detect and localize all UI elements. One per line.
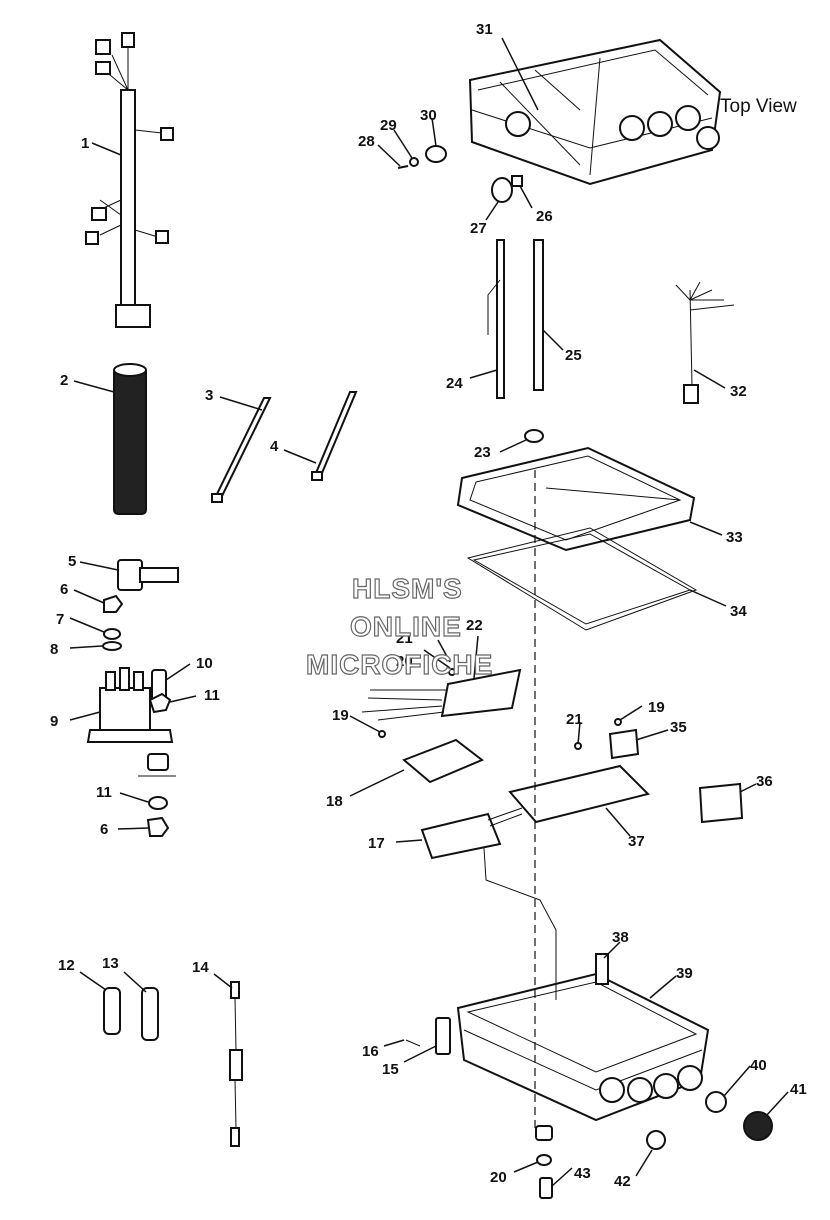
callout-20b: 20: [490, 1169, 507, 1186]
watermark-line-1: HLSM'S: [352, 573, 463, 604]
callout-16: 16: [362, 1043, 379, 1060]
callout-13: 13: [102, 955, 119, 972]
callout-11b: 11: [96, 784, 112, 801]
watermark-line-2: ONLINE: [350, 611, 462, 642]
callout-8: 8: [50, 641, 58, 658]
callout-29: 29: [380, 117, 397, 134]
callout-19: 19: [332, 707, 349, 724]
callout-9: 9: [50, 713, 58, 730]
callout-26: 26: [536, 208, 553, 225]
callout-18: 18: [326, 793, 343, 810]
part-fuse-link: [213, 973, 243, 1147]
callout-22: 22: [466, 617, 483, 634]
callout-43: 43: [574, 1165, 591, 1182]
callout-17: 17: [368, 835, 385, 852]
part-top-housing: [377, 37, 722, 221]
callout-21: 21: [396, 630, 413, 647]
callout-24: 24: [446, 375, 463, 392]
callout-11: 11: [204, 687, 220, 704]
part-internals: [349, 635, 757, 860]
callout-7: 7: [56, 611, 64, 628]
callout-15: 15: [382, 1061, 399, 1078]
callout-14: 14: [192, 959, 209, 976]
callout-42: 42: [614, 1173, 631, 1190]
part-cable-ties: [211, 391, 358, 503]
callout-32: 32: [730, 383, 747, 400]
callout-41: 41: [790, 1081, 807, 1098]
callout-27: 27: [470, 220, 487, 237]
part-lower-box: [383, 941, 789, 1199]
part-cover: [456, 429, 723, 552]
callout-2: 2: [60, 372, 68, 389]
part-gasket: [466, 527, 727, 631]
callout-31: 31: [476, 21, 493, 38]
callout-6b: 6: [100, 821, 108, 838]
callout-39: 39: [676, 965, 693, 982]
callout-5: 5: [68, 553, 76, 570]
callout-10: 10: [196, 655, 213, 672]
callout-23: 23: [474, 444, 491, 461]
part-fuses: [79, 971, 159, 1041]
callout-34: 34: [730, 603, 747, 620]
callout-36: 36: [756, 773, 773, 790]
part-sub-harness: [675, 281, 735, 404]
callout-4: 4: [270, 438, 279, 455]
callout-6: 6: [60, 581, 68, 598]
callout-12: 12: [58, 957, 75, 974]
callout-37: 37: [628, 833, 645, 850]
callout-3: 3: [205, 387, 213, 404]
callout-35: 35: [670, 719, 687, 736]
callout-21b: 21: [566, 711, 583, 728]
callout-38: 38: [612, 929, 629, 946]
callout-19b: 19: [648, 699, 665, 716]
callout-33: 33: [726, 529, 743, 546]
wire-route-line: [483, 847, 557, 1000]
callout-30: 30: [420, 107, 437, 124]
callout-25: 25: [565, 347, 582, 364]
part-wire-leads: [469, 239, 564, 399]
callout-28: 28: [358, 133, 375, 150]
part-wiring-harness: [85, 32, 174, 328]
callout-1: 1: [81, 135, 89, 152]
part-solenoid-assembly: [69, 559, 197, 837]
callout-20: 20: [396, 653, 413, 670]
watermark-line-3: MICROFICHE: [306, 649, 493, 680]
callout-40: 40: [750, 1057, 767, 1074]
part-conduit: [73, 363, 147, 515]
top-view-caption: Top View: [720, 96, 797, 117]
